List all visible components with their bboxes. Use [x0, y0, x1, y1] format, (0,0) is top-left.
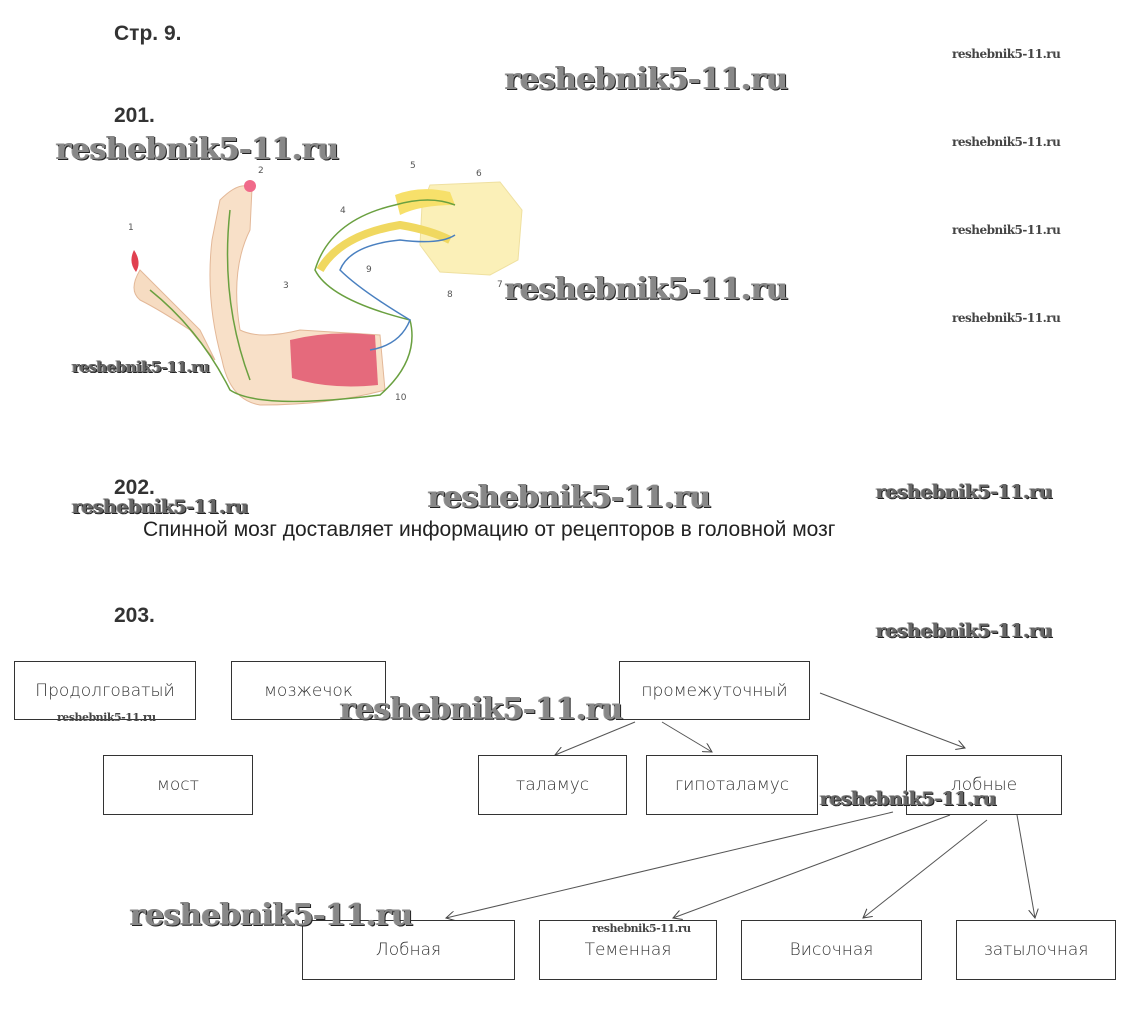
- arrow-to-zatylochnaya: [1016, 814, 1035, 918]
- figure-label-9: 9: [366, 265, 372, 275]
- box-lobnaya: Лобная: [302, 920, 515, 980]
- figure-label-1: 1: [128, 223, 134, 233]
- watermark: reshebnik5-11.ru: [57, 711, 156, 724]
- figure-label-7: 7: [497, 280, 503, 290]
- page-header: Стр. 9.: [114, 22, 182, 45]
- watermark: reshebnik5-11.ru: [340, 692, 623, 727]
- watermark: reshebnik5-11.ru: [952, 223, 1061, 237]
- spinal-cord-section: [316, 181, 523, 276]
- watermark: reshebnik5-11.ru: [56, 132, 339, 167]
- arrow-to-visochnaya: [863, 819, 988, 918]
- box-temennaya: Теменная: [539, 920, 717, 980]
- watermark: reshebnik5-11.ru: [876, 481, 1053, 503]
- box-promezhutochny: промежуточный: [619, 661, 810, 720]
- watermark: reshebnik5-11.ru: [505, 272, 788, 307]
- figure-label-10: 10: [395, 393, 407, 403]
- watermark: reshebnik5-11.ru: [952, 311, 1061, 325]
- task-201-number: 201.: [114, 104, 155, 127]
- box-lobnye: лобные: [906, 755, 1062, 815]
- arrow-to-lobnaya: [446, 811, 894, 918]
- watermark: reshebnik5-11.ru: [592, 922, 691, 935]
- nerve-paths: [149, 199, 456, 403]
- box-gipotalamus: гипоталамус: [646, 755, 818, 815]
- figure-label-6: 6: [476, 169, 482, 179]
- box-talamus: таламус: [478, 755, 627, 815]
- watermark: reshebnik5-11.ru: [72, 496, 249, 518]
- watermark: reshebnik5-11.ru: [505, 62, 788, 97]
- watermark: reshebnik5-11.ru: [130, 898, 413, 933]
- watermark: reshebnik5-11.ru: [72, 358, 210, 376]
- task-202-number: 202.: [114, 476, 155, 499]
- arrow-to-gipotalamus: [661, 721, 712, 752]
- watermark: reshebnik5-11.ru: [820, 788, 997, 810]
- watermark: reshebnik5-11.ru: [952, 135, 1061, 149]
- watermark: reshebnik5-11.ru: [428, 480, 711, 515]
- figure-label-2: 2: [258, 166, 264, 176]
- box-prodolgovaty: Продолговатый: [14, 661, 196, 720]
- arrow-to-talamus: [555, 721, 636, 755]
- watermark: reshebnik5-11.ru: [876, 620, 1053, 642]
- figure-label-5: 5: [410, 161, 416, 171]
- watermark: reshebnik5-11.ru: [952, 47, 1061, 61]
- box-most: мост: [103, 755, 253, 815]
- arrow-to-temennaya: [673, 814, 951, 918]
- box-visochnaya: Височная: [741, 920, 922, 980]
- figure-label-4: 4: [340, 206, 346, 216]
- figure-label-3: 3: [283, 281, 289, 291]
- figure-label-8: 8: [447, 290, 453, 300]
- task-203-number: 203.: [114, 604, 155, 627]
- box-zatylochnaya: затылочная: [956, 920, 1116, 980]
- task-202-answer: Спинной мозг доставляет информацию от ре…: [143, 518, 836, 541]
- diagram-arrows: [446, 692, 1035, 918]
- arrow-to-lobnye: [819, 692, 965, 748]
- box-mozzhechok: мозжечок: [231, 661, 386, 720]
